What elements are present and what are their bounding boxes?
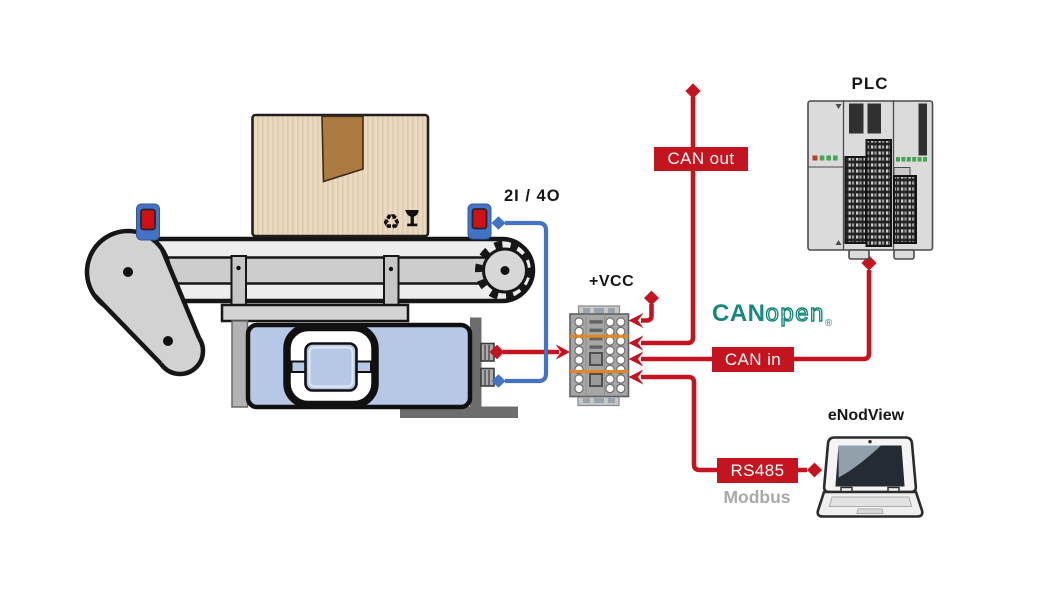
drive-sprocket xyxy=(475,240,535,301)
plc-device xyxy=(807,100,934,260)
fragile-icon xyxy=(405,210,419,227)
io-count-label: 2I / 4O xyxy=(504,187,561,205)
diamond-connector xyxy=(489,344,505,360)
cardboard-box: ♻ xyxy=(251,113,430,238)
wire-sensor-to-loadcell xyxy=(491,216,549,388)
mount-bar xyxy=(220,303,410,323)
wire-loadcell-to-terminal xyxy=(489,344,570,360)
bracket-vertical xyxy=(470,317,482,418)
plc-terminal-strip xyxy=(893,175,917,244)
modbus-label: Modbus xyxy=(723,487,791,507)
connector-top xyxy=(480,342,495,362)
vcc-label: +VCC xyxy=(589,273,635,290)
laptop-keyboard xyxy=(828,496,913,507)
diamond-connector xyxy=(491,216,506,230)
canopen-logo-can: CAN xyxy=(712,300,766,327)
arrowhead xyxy=(628,351,644,367)
arrowhead xyxy=(628,369,644,385)
wire-rs485 xyxy=(628,369,823,478)
conveyor-belt xyxy=(84,228,536,408)
laptop-trackpad xyxy=(856,508,884,514)
diamond-connector xyxy=(806,462,823,478)
arrowhead xyxy=(628,335,644,351)
can-in-badge: CAN in xyxy=(712,347,794,372)
plc-terminal-strip xyxy=(844,156,867,244)
connector-bottom xyxy=(480,367,495,387)
support-post xyxy=(231,320,249,408)
webcam-dot xyxy=(868,440,872,444)
laptop xyxy=(816,436,924,518)
plc-status-leds-left xyxy=(812,155,838,161)
drive-pulley-arm xyxy=(84,228,206,377)
diamond-connector xyxy=(644,290,659,306)
load-cell xyxy=(245,317,518,418)
plc-terminal-strip xyxy=(865,139,892,247)
plc-label: PLC xyxy=(851,74,889,93)
arrowhead xyxy=(555,344,570,360)
can-out-badge: CAN out xyxy=(654,147,748,171)
canopen-logo: CANopen® xyxy=(712,299,833,329)
recycle-icon: ♻ xyxy=(382,211,401,234)
terminal-jumpers xyxy=(589,320,603,349)
canopen-logo-open: open xyxy=(765,299,825,327)
bracket-base xyxy=(400,406,518,418)
box-flap xyxy=(321,115,364,183)
rs485-badge: RS485 xyxy=(717,458,798,483)
arrowhead xyxy=(628,312,644,329)
photo-sensor-right xyxy=(467,203,492,240)
wire-can-out xyxy=(628,83,701,351)
diamond-connector xyxy=(491,374,506,388)
junction-terminal-block xyxy=(569,305,630,407)
plc-status-leds-right xyxy=(896,157,927,162)
load-cell-core xyxy=(304,342,358,392)
photo-sensor-left xyxy=(136,203,160,241)
registered-mark: ® xyxy=(824,318,833,329)
enodview-label: eNodView xyxy=(827,407,905,424)
diamond-connector xyxy=(685,83,701,99)
wire-vcc xyxy=(628,290,659,329)
